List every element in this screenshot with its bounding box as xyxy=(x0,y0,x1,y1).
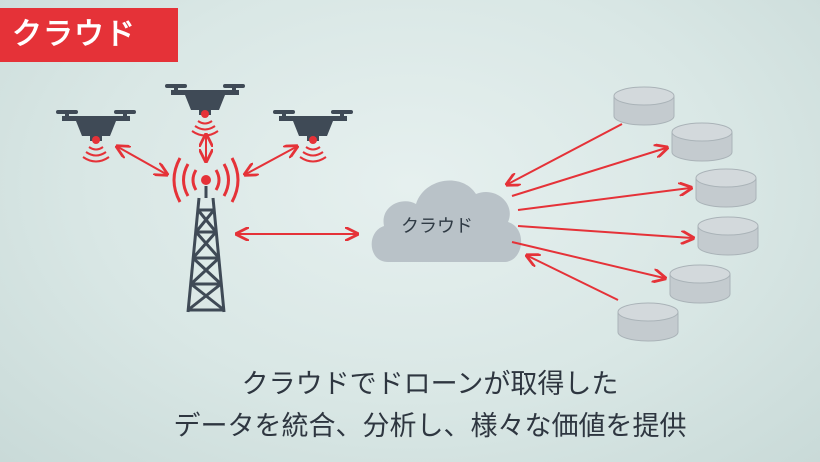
database-icon xyxy=(613,86,675,126)
cloud-label: クラウド xyxy=(401,216,473,237)
drone-icon xyxy=(164,83,246,137)
caption-line-2: データを統合、分析し、様々な価値を提供 xyxy=(173,411,687,442)
signal-icon xyxy=(172,157,240,203)
database-icon xyxy=(669,264,731,304)
data-flow-arrows xyxy=(508,123,692,301)
database-icon xyxy=(617,302,679,342)
database-icon xyxy=(695,168,757,208)
tower-icon xyxy=(186,175,226,313)
arrow xyxy=(246,147,296,174)
cloud-icon xyxy=(371,180,522,262)
slide-title: クラウド xyxy=(0,8,178,62)
drone-icon xyxy=(55,109,137,163)
arrow xyxy=(118,147,166,174)
caption-line-1: クラウドでドローンが取得した xyxy=(241,369,619,400)
database-icon xyxy=(697,216,759,256)
database-icon xyxy=(671,122,733,162)
